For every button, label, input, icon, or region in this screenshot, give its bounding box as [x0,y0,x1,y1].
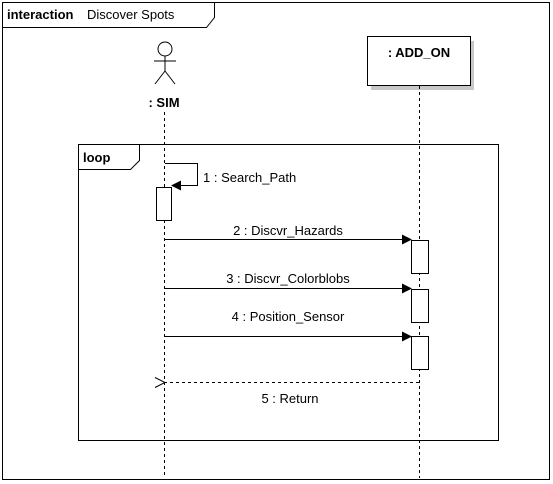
activation-sim [156,187,172,221]
loop-fragment [78,144,499,441]
interaction-frame-tab [2,2,215,28]
loop-operator-label: loop [83,150,110,165]
message-1-label: 1 : Search_Path [203,170,296,185]
activation-add-on-3 [411,336,429,370]
message-3-label: 3 : Discvr_Colorblobs [226,271,350,286]
lifeline-add-on-label: : ADD_ON [388,45,450,60]
frame-keyword: interaction [7,7,74,22]
lifeline-sim-label: : SIM [148,95,179,110]
loop-fragment-tab [78,144,140,170]
activation-add-on-1 [411,240,429,274]
activation-add-on-2 [411,289,429,323]
message-1-arrow [165,163,198,191]
message-5-label: 5 : Return [261,391,318,406]
message-4-label: 4 : Position_Sensor [232,309,345,324]
message-2-label: 2 : Discvr_Hazards [233,223,343,238]
lifeline-add-on-head [367,36,471,86]
actor-sim-icon [154,41,176,85]
frame-title: Discover Spots [87,7,175,22]
